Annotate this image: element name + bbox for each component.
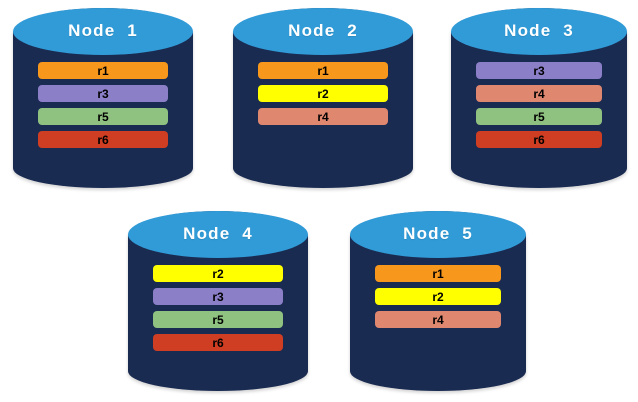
record-bar-r1[interactable]: r1 xyxy=(374,265,502,282)
record-bar-r3[interactable]: r3 xyxy=(475,62,603,79)
cylinder-top-icon xyxy=(128,211,308,258)
record-bar-r3[interactable]: r3 xyxy=(153,288,283,305)
record-bar-r1[interactable]: r1 xyxy=(38,62,168,79)
record-bar-r6[interactable]: r6 xyxy=(153,334,283,351)
record-bar-r4[interactable]: r4 xyxy=(475,85,603,102)
record-bar-r6[interactable]: r6 xyxy=(38,131,168,148)
record-list: r1 r2 r4 xyxy=(374,265,502,328)
record-list: r2 r3 r5 r6 xyxy=(153,265,283,351)
record-bar-r1[interactable]: r1 xyxy=(258,62,388,79)
cylinder-top-icon xyxy=(451,8,627,55)
record-bar-r4[interactable]: r4 xyxy=(374,311,502,328)
record-bar-r3[interactable]: r3 xyxy=(38,85,168,102)
record-bar-r5[interactable]: r5 xyxy=(475,108,603,125)
cylinder-top-icon xyxy=(233,8,413,55)
record-bar-r5[interactable]: r5 xyxy=(38,108,168,125)
cylinder-top-icon xyxy=(13,8,193,55)
record-list: r1 r2 r4 xyxy=(258,62,388,125)
record-bar-r4[interactable]: r4 xyxy=(258,108,388,125)
record-bar-r2[interactable]: r2 xyxy=(258,85,388,102)
record-bar-r5[interactable]: r5 xyxy=(153,311,283,328)
record-bar-r2[interactable]: r2 xyxy=(374,288,502,305)
record-bar-r6[interactable]: r6 xyxy=(475,131,603,148)
record-bar-r2[interactable]: r2 xyxy=(153,265,283,282)
cylinder-top-icon xyxy=(350,211,526,258)
record-list: r3 r4 r5 r6 xyxy=(475,62,603,148)
record-list: r1 r3 r5 r6 xyxy=(38,62,168,148)
